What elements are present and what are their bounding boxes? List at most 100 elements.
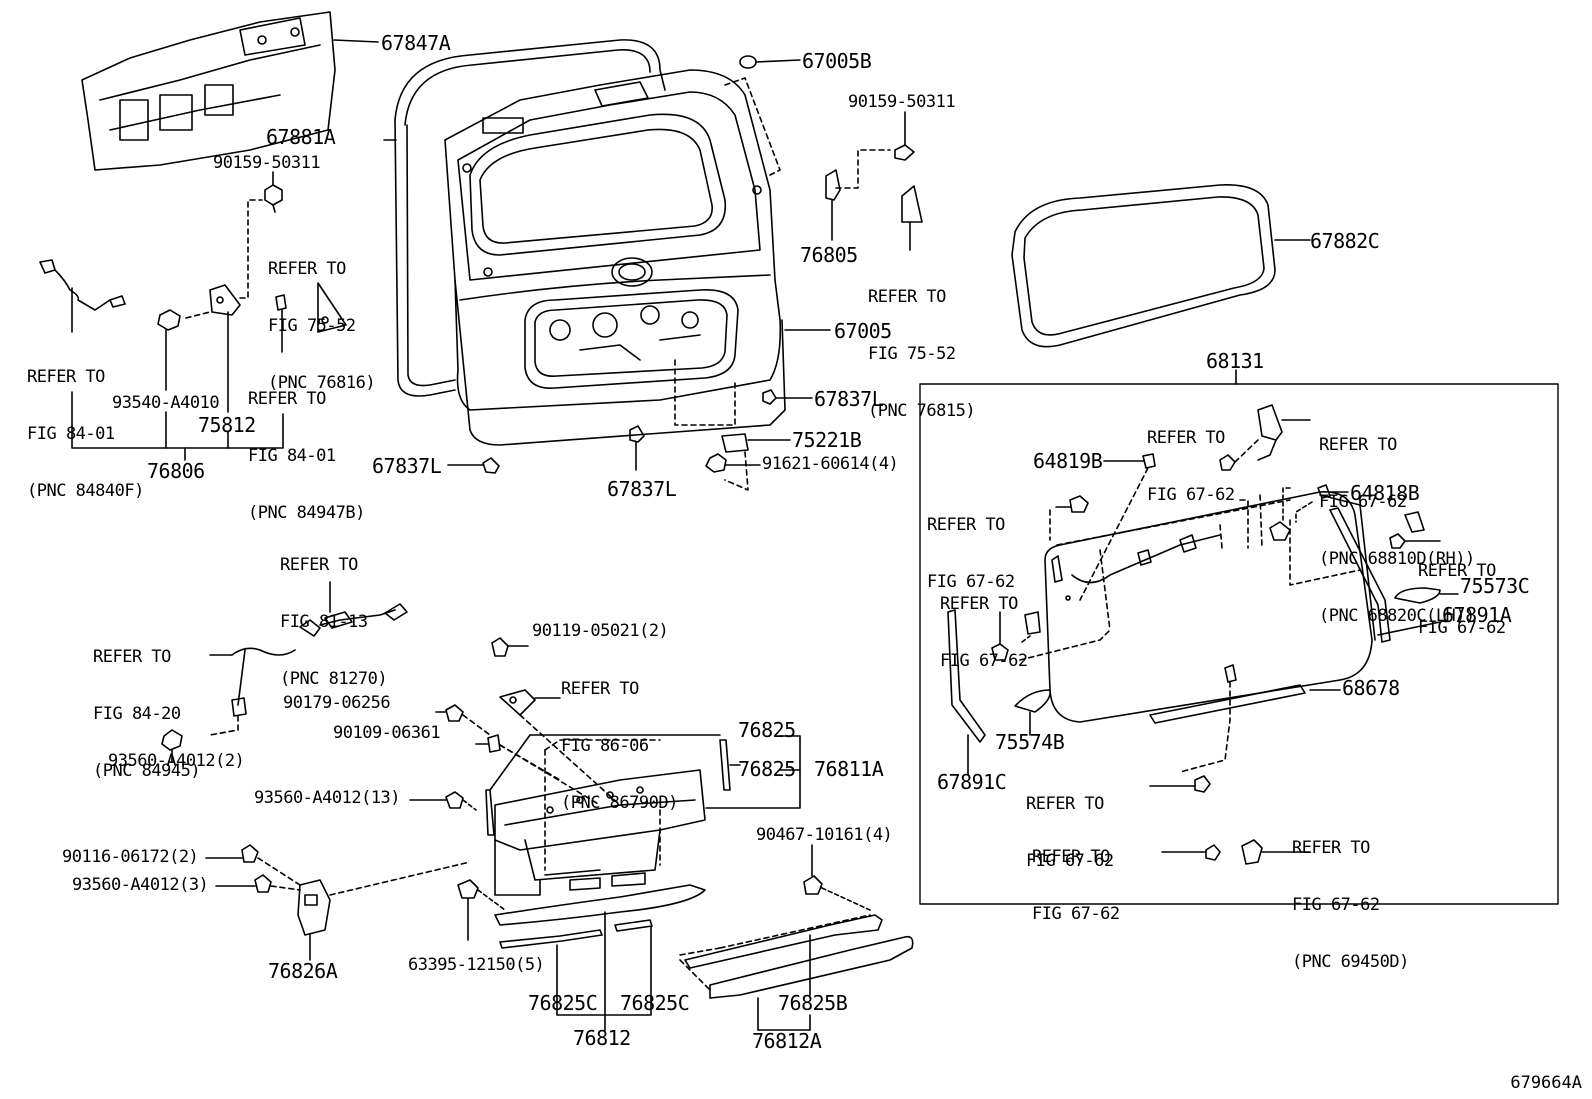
clip-64819B <box>1079 453 1156 601</box>
note-fig-67-62-right: REFER TO FIG 67-62 <box>1418 524 1506 657</box>
note-line: REFER TO <box>27 367 105 387</box>
label-90179-06256: 90179-06256 <box>283 693 391 713</box>
note-line: REFER TO <box>1032 847 1110 867</box>
garnish-76811A <box>485 734 801 896</box>
nut-93540 <box>157 309 181 391</box>
bottom-parts-67-62 <box>1149 775 1311 865</box>
label-76826A: 76826A <box>268 959 338 983</box>
back-door-67005 <box>444 69 831 446</box>
clip-86790D <box>499 689 621 806</box>
label-67881A: 67881A <box>266 125 336 149</box>
note-line: (PNC 76816) <box>268 373 376 393</box>
note-fig-81-13: REFER TO FIG 81-13 (PNC 81270) <box>280 518 388 708</box>
note-fig-86-06: REFER TO FIG 86-06 (PNC 86790D) <box>561 642 678 832</box>
bracket-76806 <box>71 391 284 461</box>
molding-76812 <box>494 884 706 1031</box>
label-93560-A4012-13: 93560-A4012(13) <box>254 788 401 808</box>
note-line: FIG 81-13 <box>280 612 368 632</box>
label-91621-60614: 91621-60614(4) <box>762 454 899 474</box>
insulator-67847A <box>81 11 379 171</box>
note-line: (PNC 84840F) <box>27 481 144 501</box>
label-63395-12150: 63395-12150(5) <box>408 955 545 975</box>
label-90159-50311-left: 90159-50311 <box>213 153 321 173</box>
label-76806: 76806 <box>147 459 205 483</box>
molding-67891A <box>1329 507 1441 643</box>
label-76825C-b: 76825C <box>620 991 690 1015</box>
note-fig-67-62-69450D: REFER TO FIG 67-62 (PNC 69450D) <box>1292 801 1409 991</box>
note-line: FIG 67-62 <box>1026 851 1114 871</box>
clip-63395 <box>457 879 506 941</box>
note-line: (PNC 84945) <box>93 761 201 781</box>
label-67847A: 67847A <box>381 31 451 55</box>
note-fig-67-62-bottom-b: REFER TO FIG 67-62 <box>1032 810 1120 943</box>
bracket-76805 <box>825 111 923 251</box>
note-line: FIG 86-06 <box>561 736 649 756</box>
note-line: (PNC 81270) <box>280 669 388 689</box>
label-67837L-b: 67837L <box>607 477 677 501</box>
note-line: (PNC 86790D) <box>561 793 678 813</box>
label-68131: 68131 <box>1206 349 1264 373</box>
note-line: FIG 75-52 <box>868 344 956 364</box>
label-75812: 75812 <box>198 413 256 437</box>
note-line: REFER TO <box>1026 794 1104 814</box>
wiring-84840F <box>39 259 126 333</box>
note-line: REFER TO <box>1418 561 1496 581</box>
label-64819B: 64819B <box>1033 449 1103 473</box>
label-67891C: 67891C <box>937 770 1007 794</box>
note-line: FIG 67-62 <box>1319 492 1407 512</box>
bracket-76826A <box>205 844 471 961</box>
note-line: FIG 67-62 <box>1292 895 1380 915</box>
bolt-90119 <box>491 637 529 657</box>
note-fig-67-62-hinge: REFER TO FIG 67-62 (PNC 68810D(RH)) (PNC… <box>1319 398 1475 645</box>
label-76805: 76805 <box>800 243 858 267</box>
note-line: REFER TO <box>927 515 1005 535</box>
note-line: REFER TO <box>868 287 946 307</box>
note-fig-84-01-84947B: REFER TO FIG 84-01 (PNC 84947B) <box>248 352 365 542</box>
stopper-75573C <box>1389 511 1459 604</box>
note-fig-84-20: REFER TO FIG 84-20 (PNC 84945) <box>93 610 201 800</box>
note-fig-67-62-bottom-a: REFER TO FIG 67-62 <box>1026 757 1114 890</box>
label-67005: 67005 <box>834 319 892 343</box>
label-67837L-a: 67837L <box>372 454 442 478</box>
grommet-84947B <box>275 294 287 353</box>
note-line: (PNC 68810D(RH)) <box>1319 549 1475 569</box>
note-fig-75-52-76816: REFER TO FIG 75-52 (PNC 76816) <box>268 222 376 412</box>
label-67837L-c: 67837L <box>814 387 884 411</box>
bolt-67-62-a <box>1055 495 1089 513</box>
label-76825-b: 76825 <box>738 757 796 781</box>
note-line: FIG 84-01 <box>248 446 336 466</box>
note-line: FIG 67-62 <box>1418 618 1506 638</box>
label-75573C: 75573C <box>1460 574 1530 598</box>
clip-64818B <box>1295 484 1349 523</box>
figure-id: 679664A <box>1510 1073 1582 1093</box>
bolt-67-62-b <box>991 611 1009 661</box>
molding-76812A <box>679 914 914 1031</box>
label-76825C-a: 76825C <box>528 991 598 1015</box>
note-fig-67-62-top: REFER TO FIG 67-62 <box>1147 391 1235 524</box>
note-line: REFER TO <box>1147 428 1225 448</box>
note-fig-67-62-left-mid: REFER TO FIG 67-62 <box>940 557 1028 690</box>
nut-93560-2 <box>161 729 183 763</box>
label-75221B: 75221B <box>792 428 862 452</box>
note-line: REFER TO <box>93 647 171 667</box>
note-line: REFER TO <box>268 259 346 279</box>
screws-90179-90109 <box>435 704 561 781</box>
bolt-90159-left <box>264 171 283 213</box>
label-93560-A4012-2: 93560-A4012(2) <box>108 751 245 771</box>
label-90119-05021: 90119-05021(2) <box>532 621 669 641</box>
label-93560-A4012-3: 93560-A4012(3) <box>72 875 209 895</box>
note-fig-67-62-left-top: REFER TO FIG 67-62 <box>927 478 1015 611</box>
label-68678: 68678 <box>1342 676 1400 700</box>
note-fig-75-52-76815: REFER TO FIG 75-52 (PNC 76815) <box>868 250 976 440</box>
label-64818B: 64818B <box>1350 481 1420 505</box>
clip-67005B <box>724 55 801 176</box>
label-76825-a: 76825 <box>738 718 796 742</box>
note-fig-84-01-84840F: REFER TO FIG 84-01 (PNC 84840F) <box>27 330 144 520</box>
note-line: FIG 67-62 <box>1032 904 1120 924</box>
hinge-68810D <box>1219 404 1311 541</box>
note-line: FIG 75-52 <box>268 316 356 336</box>
label-76812: 76812 <box>573 1026 631 1050</box>
note-line: FIG 67-62 <box>940 651 1028 671</box>
note-line: REFER TO <box>248 389 326 409</box>
